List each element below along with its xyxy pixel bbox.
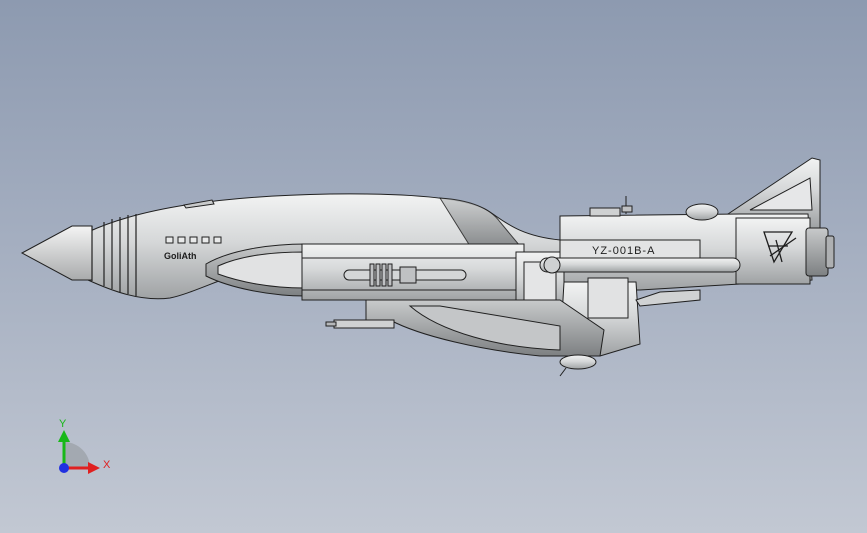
nose-rings [91, 214, 137, 296]
window-row [165, 236, 222, 244]
nose-cone [20, 225, 93, 281]
triad-plane-indicator [64, 442, 90, 468]
barrel-coils [369, 263, 417, 287]
spaceship-model[interactable]: GoliAth YZ-001B-A [20, 157, 835, 377]
antenna-tip [621, 205, 633, 213]
canopy [439, 197, 522, 247]
emblem-icon [763, 231, 797, 264]
rear-nozzle [805, 227, 829, 277]
y-axis-label: Y [59, 418, 67, 430]
x-axis-arrow-icon [88, 462, 100, 474]
belly-gun [333, 319, 395, 329]
ship-name-label: GoliAth [164, 251, 197, 261]
view-orientation-triad[interactable]: Y X [58, 418, 111, 474]
y-axis-arrow-icon [58, 430, 70, 442]
top-vent [183, 199, 215, 209]
lower-rail [539, 257, 741, 273]
rear-thruster-housing [735, 217, 811, 285]
belly-gun-tip [325, 321, 337, 327]
dorsal-fin-detail [749, 177, 813, 211]
belly-fairing [408, 305, 561, 351]
ventral-pod [559, 354, 597, 370]
sensor-dome [685, 203, 719, 221]
rear-nozzle-cap [825, 235, 835, 269]
rail-end-cap [543, 256, 561, 274]
ventral-antenna [559, 367, 567, 377]
top-antenna-base [589, 207, 621, 217]
x-axis-label: X [103, 459, 111, 471]
rear-lower-box [587, 277, 629, 319]
rear-lower-tab [635, 289, 701, 307]
hull-code-label: YZ-001B-A [592, 245, 655, 257]
z-axis-dot-icon [59, 463, 69, 473]
